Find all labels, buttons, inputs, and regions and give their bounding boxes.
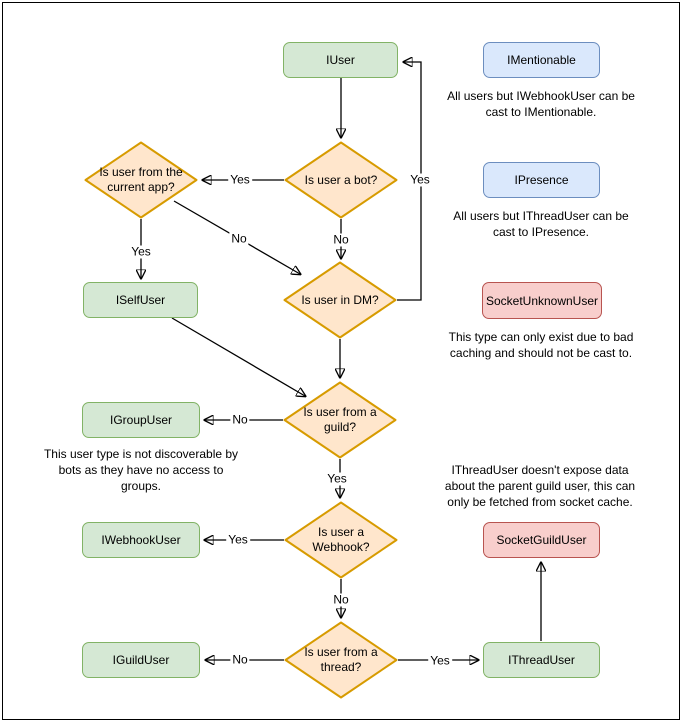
diamond-shape bbox=[84, 141, 198, 219]
edge-label-yes: Yes bbox=[129, 244, 153, 259]
decision-label: Is user from the current app? bbox=[99, 165, 183, 194]
node-igroupuser: IGroupUser bbox=[82, 402, 200, 438]
diamond-shape bbox=[284, 621, 398, 699]
decision-label: Is user a bot? bbox=[304, 172, 378, 187]
decision-is-guild: Is user from a guild? bbox=[283, 381, 397, 459]
edge-label-yes: Yes bbox=[428, 653, 452, 668]
decision-is-thread: Is user from a thread? bbox=[284, 621, 398, 699]
edge-label-yes: Yes bbox=[226, 532, 250, 547]
edge-iselfuser-to-isguild bbox=[171, 317, 305, 396]
decision-is-current-app: Is user from the current app? bbox=[84, 141, 198, 219]
diamond-shape bbox=[284, 501, 398, 579]
annotation-imentionable-note: All users but IWebhookUser can be cast t… bbox=[447, 89, 635, 119]
node-ipresence: IPresence bbox=[483, 162, 600, 198]
diamond-shape bbox=[283, 261, 397, 339]
diamond-shape bbox=[284, 141, 398, 219]
edge-label-yes: Yes bbox=[408, 172, 432, 187]
edge-label-no: No bbox=[331, 232, 351, 247]
edge-label-yes: Yes bbox=[228, 172, 252, 187]
annotation-socketunknownuser-note: This type can only exist due to bad cach… bbox=[448, 330, 634, 360]
edge-label-no: No bbox=[331, 592, 351, 607]
decision-is-bot: Is user a bot? bbox=[284, 141, 398, 219]
decision-label: Is user from a thread? bbox=[304, 645, 378, 674]
node-iselfuser: ISelfUser bbox=[83, 282, 198, 318]
edge-label-no: No bbox=[230, 412, 250, 427]
annotation-ithreaduser-note: IThreadUser doesn't expose data about th… bbox=[444, 463, 636, 509]
node-socketguilduser: SocketGuildUser bbox=[483, 522, 600, 558]
annotation-ipresence-note: All users but IThreadUser can be cast to… bbox=[453, 209, 629, 239]
annotation-igroupuser-note: This user type is not discoverable by bo… bbox=[43, 447, 239, 493]
edge-label-no: No bbox=[230, 652, 250, 667]
decision-is-webhook: Is user a Webhook? bbox=[284, 501, 398, 579]
edge-label-yes: Yes bbox=[325, 471, 349, 486]
node-socketunknownuser: SocketUnknownUser bbox=[482, 282, 602, 319]
decision-label: Is user from a guild? bbox=[303, 405, 377, 434]
node-ithreaduser: IThreadUser bbox=[483, 642, 600, 678]
node-iwebhookuser: IWebhookUser bbox=[82, 522, 200, 558]
node-imentionable: IMentionable bbox=[483, 42, 600, 78]
decision-is-dm: Is user in DM? bbox=[283, 261, 397, 339]
edge-label-no: No bbox=[229, 231, 249, 246]
node-iuser: IUser bbox=[283, 42, 398, 78]
decision-label: Is user a Webhook? bbox=[312, 525, 370, 554]
decision-label: Is user in DM? bbox=[301, 292, 379, 307]
node-iguilduser: IGuildUser bbox=[82, 642, 200, 678]
diamond-shape bbox=[283, 381, 397, 459]
